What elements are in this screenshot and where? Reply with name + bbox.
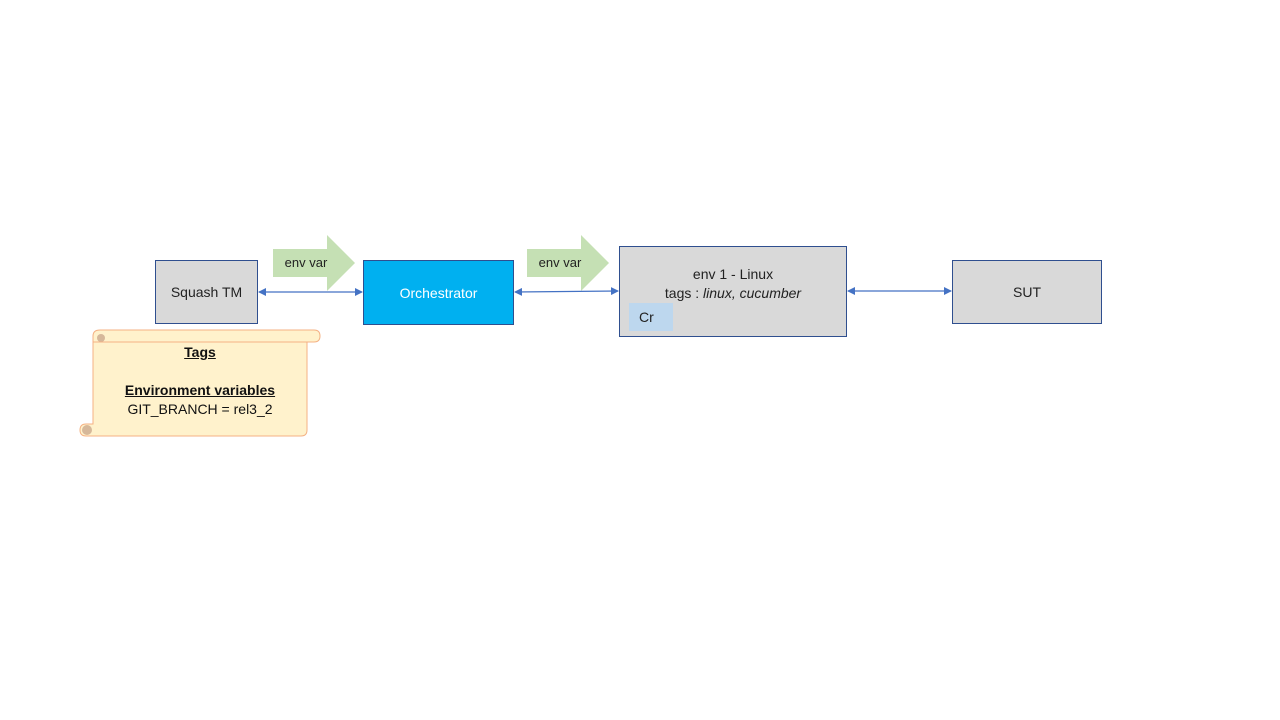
squash-tm-label: Squash TM: [170, 284, 243, 300]
scroll-content: Tags Environment variables GIT_BRANCH = …: [94, 343, 306, 419]
scroll-shape: [79, 329, 321, 437]
tags-heading: Tags: [184, 344, 216, 360]
sut-node[interactable]: SUT: [952, 260, 1102, 324]
orchestrator-node[interactable]: Orchestrator: [363, 260, 514, 325]
sut-label: SUT: [1013, 284, 1041, 300]
env1-tags-values: linux, cucumber: [703, 285, 802, 301]
env-vars-heading: Environment variables: [124, 382, 276, 398]
env1-title: env 1 - Linux: [692, 266, 774, 282]
env1-tags-prefix: tags :: [664, 285, 704, 301]
env-var-label-2: env var: [538, 255, 582, 270]
env-var-flow-arrow-2: [527, 235, 609, 291]
env-var-value: GIT_BRANCH = rel3_2: [127, 401, 273, 417]
squash-tm-node[interactable]: Squash TM: [155, 260, 258, 324]
orchestrator-label: Orchestrator: [399, 284, 478, 301]
connector-orchestrator-env1: [514, 287, 619, 296]
env1-linux-node[interactable]: env 1 - Linux tags : linux, cucumber: [619, 246, 847, 337]
env1-tags-line: tags : linux, cucumber: [665, 284, 801, 303]
cr-sub-node[interactable]: Cr: [629, 303, 673, 331]
env-var-label-1: env var: [284, 255, 328, 270]
cr-label: Cr: [639, 309, 654, 325]
env-var-flow-arrow-1: [273, 235, 355, 291]
